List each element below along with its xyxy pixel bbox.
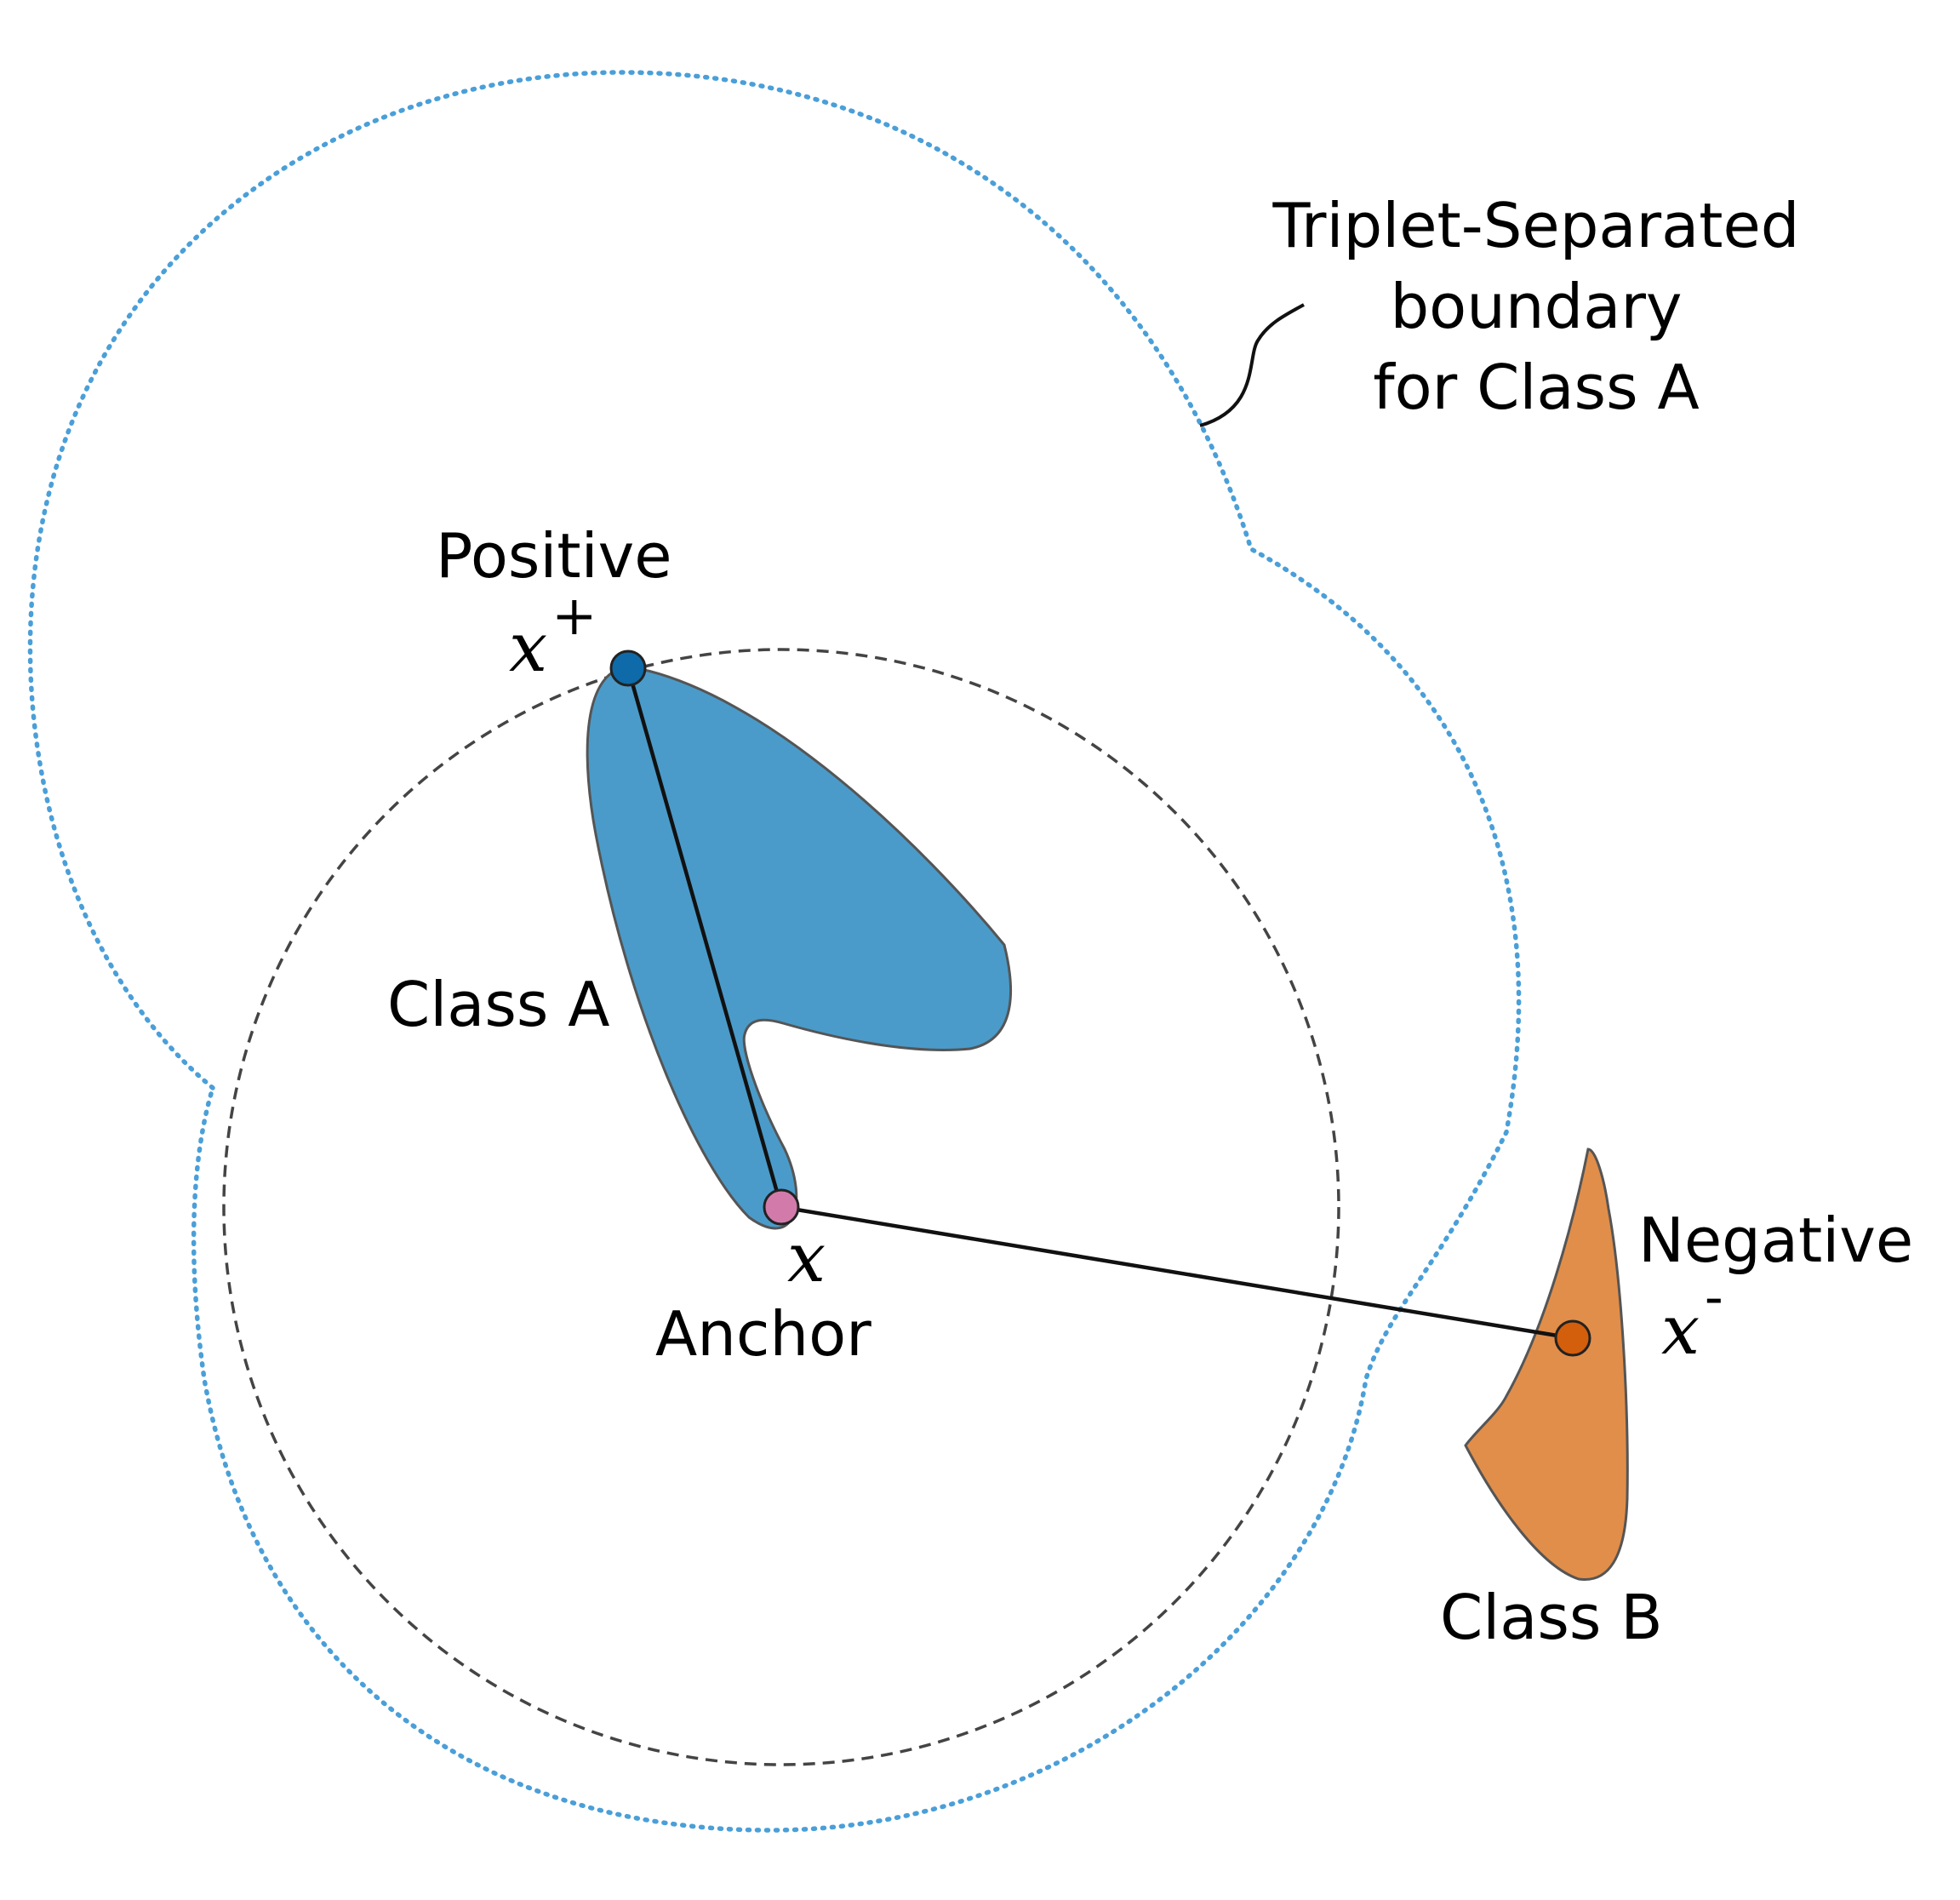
negative-symbol: x xyxy=(1661,1291,1700,1370)
anchor-label: Anchor xyxy=(655,1298,871,1370)
triplet-separated-boundary xyxy=(27,70,1522,1833)
positive-point xyxy=(609,650,647,687)
positive-superscript: + xyxy=(551,585,597,648)
anchor-point xyxy=(763,1188,800,1226)
boundary-label-line2: boundary xyxy=(1390,271,1682,342)
positive-symbol: x xyxy=(509,608,547,687)
anchor-negative-line xyxy=(780,1205,1574,1341)
class-a-region xyxy=(586,665,1013,1230)
boundary-label-line1: Triplet-Separated xyxy=(1272,190,1800,261)
positive-label: Positive xyxy=(436,520,672,592)
class-a-label: Class A xyxy=(387,969,610,1040)
class-b-label: Class B xyxy=(1440,1582,1663,1653)
negative-point xyxy=(1554,1319,1591,1357)
margin-circle xyxy=(222,648,1340,1766)
boundary-leader-line xyxy=(1199,303,1305,427)
anchor-positive-line xyxy=(626,667,784,1208)
boundary-label-line3: for Class A xyxy=(1373,352,1699,423)
negative-superscript: - xyxy=(1705,1266,1723,1329)
class-b-region xyxy=(1464,1147,1629,1582)
negative-label: Negative xyxy=(1638,1205,1913,1276)
anchor-symbol: x xyxy=(787,1218,826,1297)
